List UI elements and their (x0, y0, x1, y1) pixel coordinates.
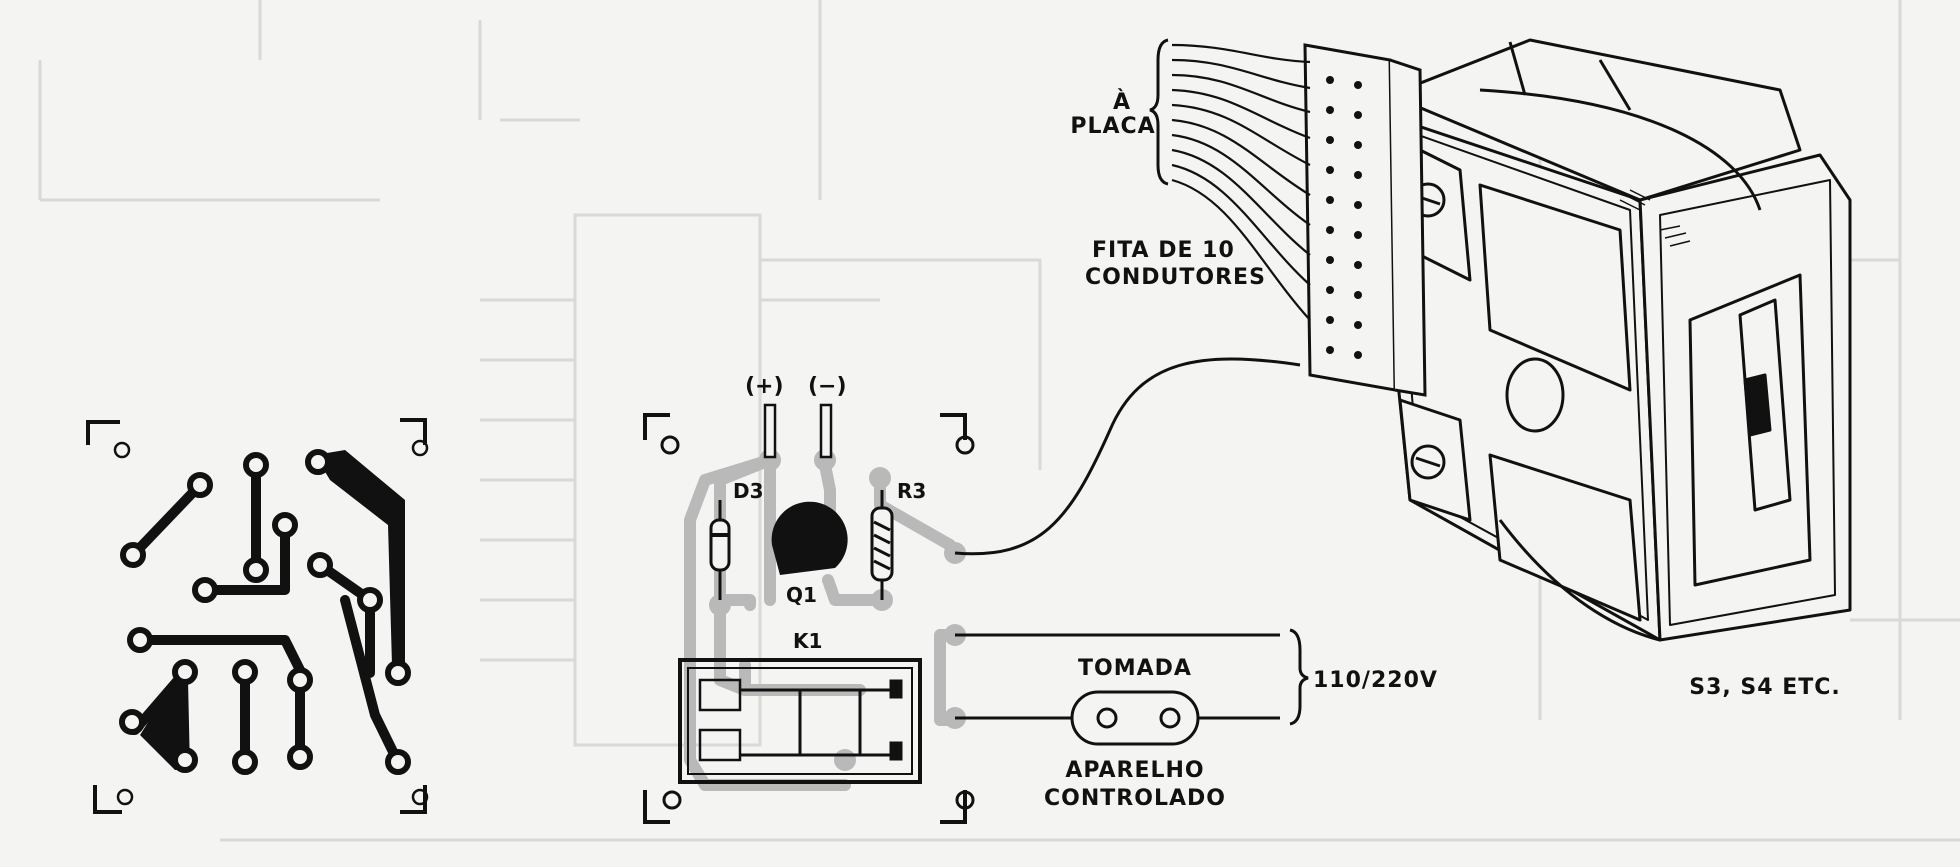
outlet-socket (1070, 690, 1200, 746)
diode-d3 (709, 500, 731, 600)
component-mount-holes (660, 435, 975, 810)
label-plus: (+) (745, 374, 784, 399)
rocker-switch (1368, 38, 1852, 642)
wiring (954, 357, 1309, 726)
label-a-placa-line1: À (1112, 90, 1132, 115)
pcb-mount-holes (113, 439, 429, 806)
label-tomada: TOMADA (1078, 656, 1192, 681)
voltage-brace (1289, 628, 1309, 726)
component-corner-marks (643, 413, 967, 824)
pcb-component-side: (+) (−) D3 Q1 R3 K1 (643, 374, 975, 824)
label-fita-line1: FITA DE 10 (1092, 238, 1235, 263)
background-ghost-schematic (38, 0, 1960, 842)
pcb-copper-layout (86, 418, 429, 814)
ribbon-terminal-block (1303, 43, 1427, 397)
ribbon-cable-wires (1171, 43, 1311, 321)
ribbon-brace (1149, 38, 1169, 186)
label-voltage: 110/220V (1313, 668, 1438, 693)
power-pins (763, 403, 833, 459)
label-fita-line2: CONDUTORES (1085, 265, 1266, 290)
ribbon-lead-wire (954, 357, 1301, 556)
label-d3: D3 (733, 479, 764, 503)
label-controlado: CONTROLADO (1044, 786, 1226, 811)
relay-k1 (678, 658, 922, 784)
label-minus: (−) (808, 374, 847, 399)
label-switch: S3, S4 ETC. (1689, 675, 1841, 700)
label-k1: K1 (793, 629, 822, 653)
pcb-copper-pours (140, 450, 405, 770)
label-q1: Q1 (786, 583, 817, 607)
transistor-q1 (771, 501, 848, 575)
resistor-r3 (870, 490, 894, 600)
label-r3: R3 (897, 479, 926, 503)
pcb-pads (119, 449, 411, 775)
label-aparelho: APARELHO (1065, 758, 1205, 783)
label-a-placa-line2: PLACA (1070, 114, 1156, 139)
